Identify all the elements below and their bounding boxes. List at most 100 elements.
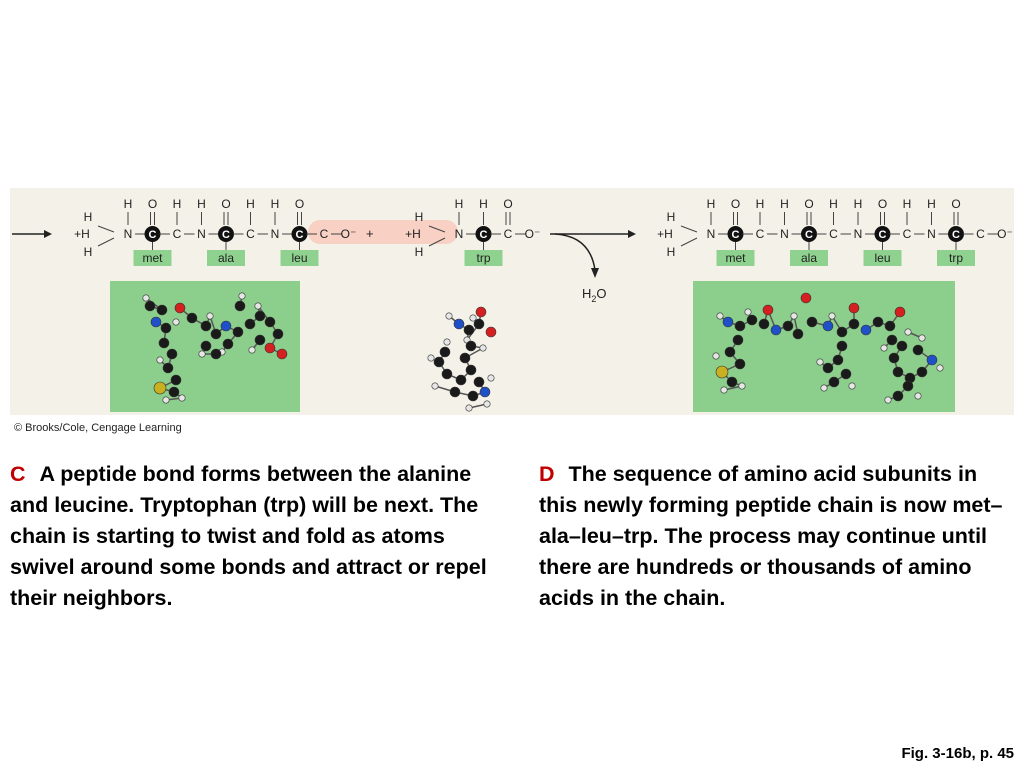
right-chain-top-atom: O: [731, 197, 740, 211]
left-model-carbon-atom: [272, 328, 284, 340]
left-model-hydrogen-atom: [206, 312, 214, 320]
right-chain-atom: C: [829, 227, 838, 241]
right-chain-top-atom: H: [854, 197, 863, 211]
left-model-carbon-atom: [156, 304, 168, 316]
right-model-carbon-atom: [822, 362, 834, 374]
left-model-carbon-atom: [234, 300, 246, 312]
right-model-carbon-atom: [828, 376, 840, 388]
right-chain-top-atom: H: [829, 197, 838, 211]
right-model-carbon-atom: [724, 346, 736, 358]
trp-model-carbon-atom: [465, 340, 477, 352]
right-model-hydrogen-atom: [744, 308, 752, 316]
trp-model-carbon-atom: [441, 368, 453, 380]
left-model-carbon-atom: [254, 334, 266, 346]
left-model-carbon-atom: [264, 316, 276, 328]
trp-model-nitrogen-atom: [479, 386, 491, 398]
right-chain-nterm-h-top: H: [667, 210, 676, 224]
right-model-carbon-atom: [836, 340, 848, 352]
left-chain-residue-label: leu: [291, 251, 307, 265]
right-model-oxygen-atom: [762, 304, 774, 316]
trp-model-carbon-atom: [433, 356, 445, 368]
trp-model-carbon-atom: [463, 324, 475, 336]
left-model-nitrogen-atom: [150, 316, 162, 328]
right-chain-alpha-carbon-label: C: [805, 229, 813, 241]
left-model-carbon-atom: [168, 386, 180, 398]
right-model-carbon-atom: [912, 344, 924, 356]
right-model-hydrogen-atom: [816, 358, 824, 366]
copyright-credit: © Brooks/Cole, Cengage Learning: [14, 422, 182, 434]
trp-model-carbon-atom: [467, 390, 479, 402]
left-chain-atom: N: [271, 227, 280, 241]
left-chain-residue-label: met: [142, 251, 163, 265]
right-chain-alpha-carbon-label: C: [952, 229, 960, 241]
right-model-sulfur-atom: [715, 365, 729, 379]
right-chain-alpha-carbon-label: C: [879, 229, 887, 241]
left-chain-top-atom: O: [221, 197, 230, 211]
right-chain-alpha-carbon-label: C: [732, 229, 740, 241]
trp-unit-nterm-bond: [428, 225, 446, 233]
right-chain-alpha-carbon: [727, 226, 744, 242]
input-arrow-head: [44, 230, 52, 238]
left-chain-top-atom: H: [173, 197, 182, 211]
left-model-carbon-atom: [186, 312, 198, 324]
right-model-hydrogen-atom: [936, 364, 944, 372]
right-model-nitrogen-atom: [722, 316, 734, 328]
right-chain-residue-label: met: [725, 251, 746, 265]
left-model-carbon-atom: [170, 374, 182, 386]
right-model-carbon-atom: [746, 314, 758, 326]
left-chain-atom: O⁻: [341, 227, 357, 241]
right-chain-top-atom: O: [951, 197, 960, 211]
right-chain-top-atom: H: [927, 197, 936, 211]
left-model-carbon-atom: [210, 348, 222, 360]
right-chain-atom: C: [976, 227, 985, 241]
right-chain-nterm-h-bottom: H: [667, 245, 676, 259]
water-label: H2O: [582, 286, 607, 304]
right-model-hydrogen-atom: [720, 386, 728, 394]
trp-model-hydrogen-atom: [445, 312, 453, 320]
trp-model-nitrogen-atom: [453, 318, 465, 330]
left-chain-nterm-h-plus: +H: [74, 227, 90, 241]
right-chain-nterm-bond: [680, 225, 698, 233]
right-chain-top-atom: H: [903, 197, 912, 211]
left-model-oxygen-atom: [174, 302, 186, 314]
right-chain-residue-label: trp: [949, 251, 963, 265]
left-model-oxygen-atom: [276, 348, 288, 360]
right-model-hydrogen-atom: [738, 382, 746, 390]
left-chain-alpha-carbon-label: C: [296, 229, 304, 241]
right-model-carbon-atom: [792, 328, 804, 340]
right-model-oxygen-atom: [894, 306, 906, 318]
left-chain-nterm-bond: [97, 237, 115, 247]
left-chain-residue-box: [133, 250, 172, 266]
left-model-carbon-atom: [244, 318, 256, 330]
reaction-arrow-head: [628, 230, 636, 238]
right-chain-alpha-carbon: [874, 226, 891, 242]
right-chain-top-atom: H: [707, 197, 716, 211]
right-model-hydrogen-atom: [790, 312, 798, 320]
left-chain-nterm-h-bottom: H: [84, 245, 93, 259]
left-chain-top-atom: H: [271, 197, 280, 211]
right-model-hydrogen-atom: [918, 334, 926, 342]
left-chain-atom: N: [124, 227, 133, 241]
left-chain-top-atom: O: [148, 197, 157, 211]
right-chain-atom: C: [903, 227, 912, 241]
left-model-hydrogen-atom: [254, 302, 262, 310]
right-chain-atom: N: [780, 227, 789, 241]
left-model-hydrogen-atom: [142, 294, 150, 302]
right-model-carbon-atom: [896, 340, 908, 352]
peptide-bond-highlight: [308, 220, 458, 244]
plus-sign: +: [366, 226, 374, 241]
left-chain-alpha-carbon: [144, 226, 161, 242]
right-chain-atom: N: [927, 227, 936, 241]
left-chain-atom: C: [173, 227, 182, 241]
left-model-carbon-atom: [166, 348, 178, 360]
right-chain-atom: N: [854, 227, 863, 241]
right-chain-residue-box: [863, 250, 902, 266]
left-model-hydrogen-atom: [238, 292, 246, 300]
right-chain-residue-box: [937, 250, 975, 266]
left-chain-top-atom: H: [197, 197, 206, 211]
left-model-carbon-atom: [144, 300, 156, 312]
left-model-carbon-atom: [162, 362, 174, 374]
right-model-carbon-atom: [758, 318, 770, 330]
right-model-carbon-atom: [916, 366, 928, 378]
